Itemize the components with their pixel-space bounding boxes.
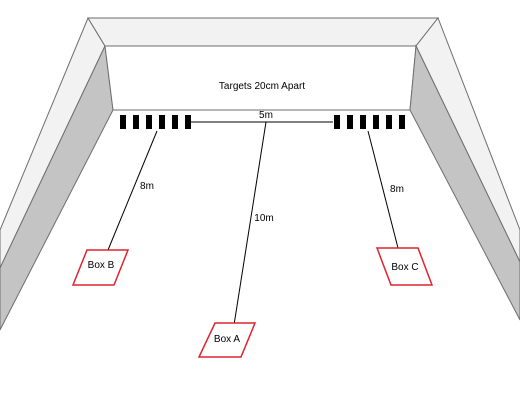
box-b-label: Box B	[88, 260, 115, 271]
distance-lines	[107, 121, 399, 326]
box-a-label: Box A	[214, 334, 240, 345]
distance-line-box-b	[107, 130, 158, 251]
box-c: Box C	[375, 247, 434, 286]
back-wall-inner-face	[104, 45, 417, 111]
box-c-shape	[375, 247, 434, 286]
target-block	[360, 115, 366, 129]
right-target-group	[334, 115, 405, 129]
target-block	[133, 115, 139, 129]
box-c-label: Box C	[391, 262, 418, 273]
distance-label-box-b: 8m	[140, 181, 154, 192]
target-block	[172, 115, 178, 129]
range-walls	[0, 16, 520, 331]
box-b-shape	[71, 249, 130, 286]
right-wall-top	[415, 17, 520, 263]
target-block	[347, 115, 353, 129]
box-b: Box B	[71, 249, 130, 286]
target-block	[373, 115, 379, 129]
box-a: Box A	[197, 322, 257, 358]
distance-label-box-c: 8m	[390, 184, 404, 195]
right-wall-inner-face	[409, 44, 520, 321]
target-block	[386, 115, 392, 129]
box-a-shape	[197, 322, 257, 358]
back-wall-top	[87, 17, 440, 47]
target-block	[334, 115, 340, 129]
target-gap-label: 5m	[259, 110, 273, 121]
target-block	[159, 115, 165, 129]
distance-line-box-c	[367, 130, 399, 249]
distance-line-box-a	[233, 121, 267, 326]
target-block	[185, 115, 191, 129]
target-block	[399, 115, 405, 129]
title: Targets 20cm Apart	[219, 81, 305, 92]
distance-label-box-a: 10m	[254, 213, 273, 224]
left-target-group	[120, 115, 191, 129]
target-block	[120, 115, 126, 129]
target-block	[146, 115, 152, 129]
